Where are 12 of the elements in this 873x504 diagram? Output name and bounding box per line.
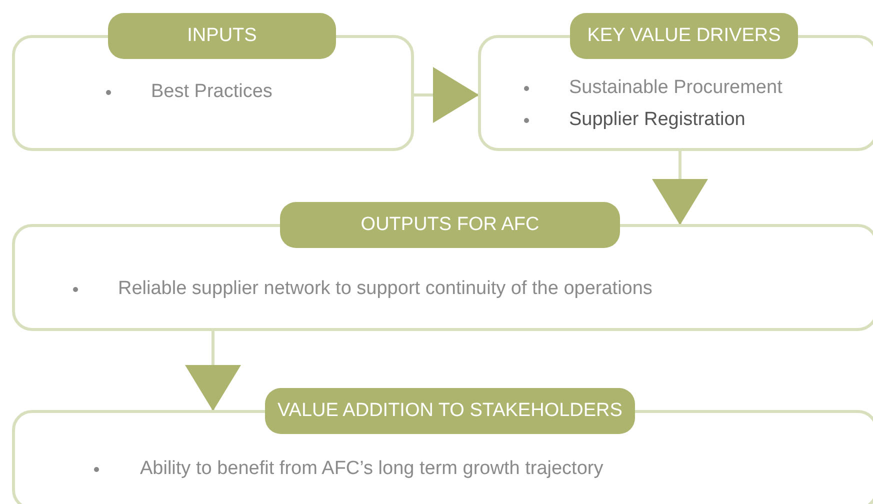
bullet-text: Reliable supplier network to support continuity of the operations	[118, 277, 652, 301]
bullet-text: Supplier Registration	[569, 108, 746, 132]
bullet-text: Best Practices	[151, 80, 272, 104]
bullet-text: Sustainable Procurement	[569, 76, 782, 100]
heading-pill: KEY VALUE DRIVERS	[570, 13, 798, 59]
heading-pill: INPUTS	[108, 13, 336, 59]
arrow	[185, 330, 241, 411]
arrow	[652, 150, 708, 225]
bullet-text: Ability to benefit from AFC’s long term growth trajectory	[140, 457, 604, 481]
heading-pill: OUTPUTS FOR AFC	[280, 202, 620, 248]
heading-pill: VALUE ADDITION TO STAKEHOLDERS	[265, 388, 635, 434]
arrow	[413, 67, 479, 123]
